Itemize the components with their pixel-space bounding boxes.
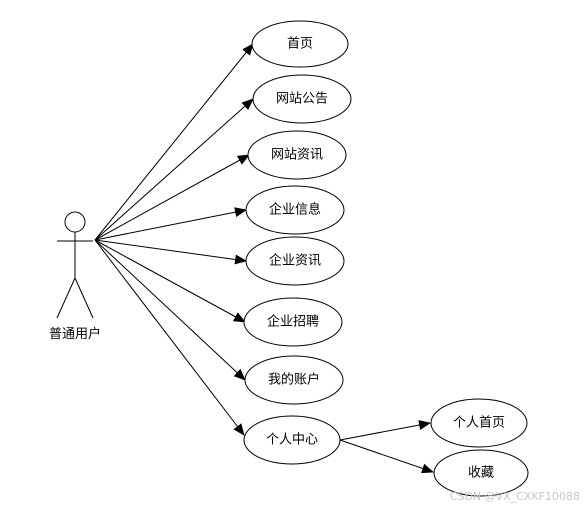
use-case-favorites-shape [433, 449, 529, 497]
use-case-home: 首页 [251, 20, 349, 68]
use-case-company-news-shape [245, 236, 345, 286]
use-case-recruitment-label: 企业招聘 [267, 314, 319, 330]
use-case-company-news: 企业资讯 [245, 236, 345, 286]
use-case-company-news-label: 企业资讯 [269, 253, 321, 269]
use-case-personal-home: 个人首页 [430, 398, 528, 448]
use-case-my-account: 我的账户 [244, 355, 344, 405]
association-home [94, 43, 254, 241]
use-case-personal-center: 个人中心 [243, 415, 341, 465]
use-case-home-label: 首页 [287, 37, 313, 52]
association-company-news [94, 239, 247, 265]
use-case-favorites: 收藏 [433, 449, 529, 497]
association-my-account [94, 239, 246, 381]
association-announcement [94, 98, 254, 241]
use-case-announcement: 网站公告 [252, 74, 352, 124]
association-personal-center [94, 239, 245, 436]
use-case-announcement-shape [252, 74, 352, 124]
use-case-recruitment: 企业招聘 [243, 297, 343, 347]
association-recruitment [94, 239, 246, 323]
use-case-company-info-shape [245, 185, 345, 235]
watermark: CSDN @VX_CXKF10088 [450, 490, 580, 503]
use-case-favorites-label: 收藏 [468, 466, 494, 481]
use-case-announcement-label: 网站公告 [276, 92, 328, 107]
use-case-personal-home-shape [430, 398, 528, 448]
use-case-site-news-label: 网站资讯 [271, 148, 323, 163]
use-case-recruitment-shape [243, 297, 343, 347]
use-case-site-news: 网站资讯 [247, 130, 347, 180]
association-favorites [339, 439, 434, 474]
use-case-personal-center-shape [243, 415, 341, 465]
use-case-site-news-shape [247, 130, 347, 180]
association-company-info [94, 207, 247, 241]
actor-head [64, 211, 86, 233]
use-case-my-account-shape [244, 355, 344, 405]
use-case-my-account-label: 我的账户 [268, 372, 320, 388]
actor-left-leg [56, 277, 76, 319]
actor-right-leg [74, 277, 94, 319]
actor-label: 普通用户 [49, 326, 101, 342]
use-case-personal-home-label: 个人首页 [453, 416, 505, 431]
use-case-home-shape [251, 20, 349, 68]
association-site-news [94, 154, 250, 241]
actor-associations [94, 43, 254, 436]
association-personal-home [339, 420, 431, 441]
use-case-personal-center-label: 个人中心 [266, 433, 318, 448]
use-case-company-info-label: 企业信息 [269, 202, 321, 218]
sub-associations [339, 420, 434, 474]
use-case-company-info: 企业信息 [245, 185, 345, 235]
actor [56, 211, 94, 319]
